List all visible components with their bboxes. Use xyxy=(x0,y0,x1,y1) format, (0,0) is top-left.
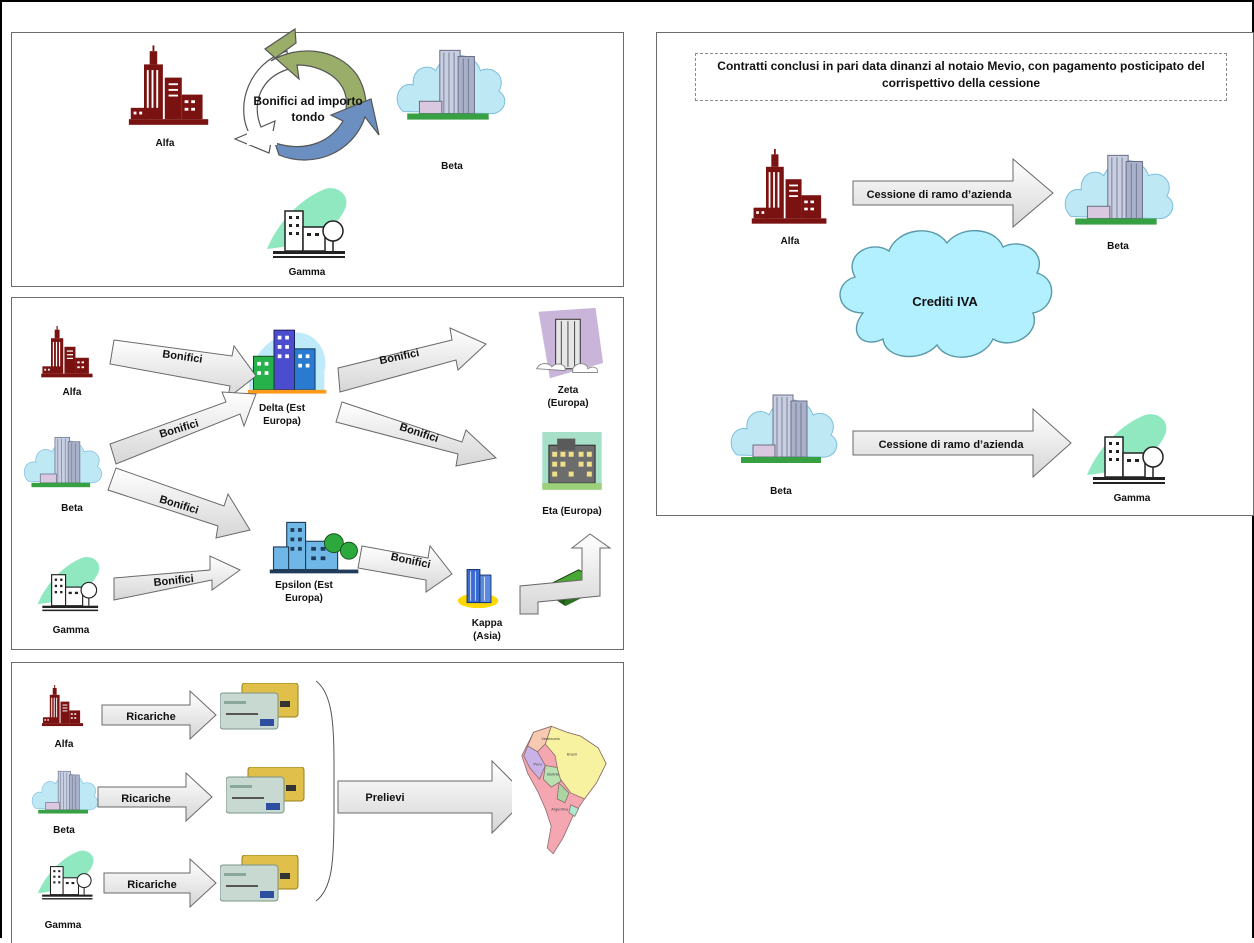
south-america-map xyxy=(512,721,610,861)
arrow-beta-epsilon xyxy=(107,467,251,539)
entity-label-gamma: Gamma xyxy=(44,920,82,931)
entity-label-alfa: Alfa xyxy=(54,739,74,750)
topup-arrows: Ricariche Ricariche Ricariche Prelievi xyxy=(97,680,529,909)
transfer-label: Cessione di ramo d’azienda xyxy=(867,189,1013,201)
entity-label-delta: Delta (Est Europa) xyxy=(240,402,324,428)
entity-label-beta: Beta xyxy=(53,825,75,836)
beta-icon xyxy=(395,40,507,132)
panel-transfer-flow: Alfa Beta Gamma Delta (Est Europa) Epsil… xyxy=(11,297,624,650)
cycle-arrow-white xyxy=(233,50,290,154)
transfer-arrows: Bonifici Bonifici Bonifici Bonifici Boni… xyxy=(107,327,612,615)
cycle-diagram xyxy=(233,27,380,161)
delta-name: Delta (Est Europa) xyxy=(258,403,306,427)
entity-label-alfa: Alfa xyxy=(780,236,800,247)
kappa-name: Kappa (Asia) xyxy=(471,618,503,642)
arrow-delta-eta xyxy=(335,401,498,467)
bracket xyxy=(315,680,335,902)
zeta-name: Zeta (Europa) xyxy=(547,385,589,409)
panel-round-transfers: Alfa Bonifici ad importo tondo Beta Gamm… xyxy=(11,27,624,287)
arrow-beta-delta xyxy=(109,391,257,465)
arrow-delta-zeta xyxy=(337,327,487,393)
entity-label-zeta: Zeta (Europa) xyxy=(538,384,598,410)
panel-business-transfer: Contratti conclusi in pari data dinanzi … xyxy=(656,32,1254,516)
entity-label-beta: Beta xyxy=(1107,241,1129,252)
prelievi-label: Prelievi xyxy=(365,792,404,804)
transfer-graphics: Cessione di ramo d’azienda Cessione di r… xyxy=(839,157,1072,479)
arrow-gamma-cards xyxy=(103,857,217,909)
epsilon-name: Epsilon (Est Europa) xyxy=(275,580,333,604)
arrow-kappa-eta xyxy=(519,533,612,615)
arrow-label: Ricariche xyxy=(126,711,176,723)
entity-label-alfa: Alfa xyxy=(62,387,82,398)
arrow-label: Bonifici xyxy=(162,348,204,365)
arrow-epsilon-kappa xyxy=(357,544,453,593)
transfer-label: Cessione di ramo d’azienda xyxy=(879,439,1025,451)
panel-card-topups: Alfa Beta Gamma Ricariche Ricariche Rica… xyxy=(11,662,624,943)
arrow-alfa-beta xyxy=(852,157,1054,229)
entity-label-gamma: Gamma xyxy=(52,625,90,636)
gamma-icon xyxy=(265,183,355,263)
contract-note: Contratti conclusi in pari data dinanzi … xyxy=(695,53,1227,101)
cycle-label: Bonifici ad importo tondo xyxy=(253,94,363,124)
arrow-beta-cards xyxy=(97,771,213,823)
arrow-alfa-delta xyxy=(109,339,257,400)
arrow-prelievi xyxy=(337,759,529,835)
arrow-alfa-cards xyxy=(101,689,217,741)
arrow-label: Ricariche xyxy=(127,879,177,891)
entity-label-epsilon: Epsilon (Est Europa) xyxy=(262,579,346,605)
eta-name: Eta (Europa) xyxy=(542,506,602,517)
entity-label-gamma: Gamma xyxy=(1113,493,1151,504)
entity-label-beta: Beta xyxy=(61,503,83,514)
crediti-iva-cloud xyxy=(839,229,1053,358)
entity-label-beta: Beta xyxy=(441,161,463,172)
entity-label-kappa: Kappa (Asia) xyxy=(462,617,512,643)
entity-label-eta: Eta (Europa) xyxy=(542,505,602,518)
entity-label-gamma: Gamma xyxy=(288,267,326,278)
arrow-label: Bonifici xyxy=(153,573,194,589)
cloud-label: Crediti IVA xyxy=(912,294,978,309)
entity-label-alfa: Alfa xyxy=(155,138,175,149)
arrow-beta-gamma xyxy=(852,407,1072,479)
alfa-icon xyxy=(127,43,212,133)
arrow-label: Ricariche xyxy=(121,793,171,805)
entity-label-beta: Beta xyxy=(770,486,792,497)
arrow-gamma-epsilon xyxy=(113,555,241,601)
